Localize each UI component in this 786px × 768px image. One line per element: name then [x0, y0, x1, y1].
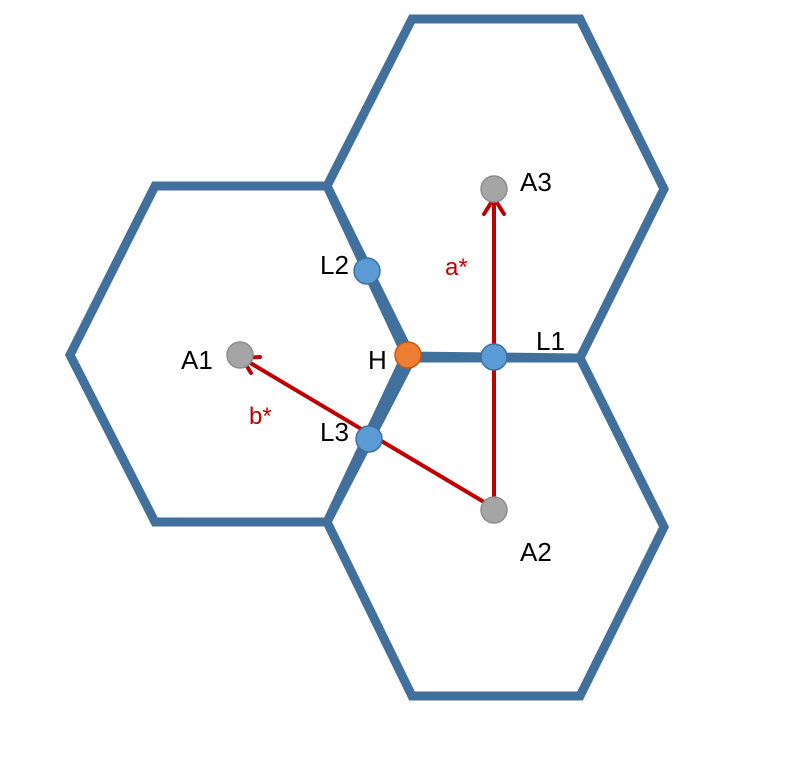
label-vector-a: a* — [445, 254, 468, 281]
site-a3 — [480, 175, 508, 203]
label-a2: A2 — [520, 537, 552, 567]
label-h: H — [368, 345, 387, 375]
site-l2 — [353, 257, 381, 285]
site-l3 — [355, 425, 383, 453]
site-a2 — [480, 496, 508, 524]
label-a3: A3 — [520, 167, 552, 197]
label-vector-b: b* — [249, 403, 272, 430]
site-h — [394, 341, 422, 369]
label-l3: L3 — [320, 417, 349, 447]
label-a1: A1 — [181, 345, 213, 375]
label-l1: L1 — [536, 326, 565, 356]
site-l1 — [480, 343, 508, 371]
label-l2: L2 — [320, 250, 349, 280]
site-a1 — [226, 341, 254, 369]
